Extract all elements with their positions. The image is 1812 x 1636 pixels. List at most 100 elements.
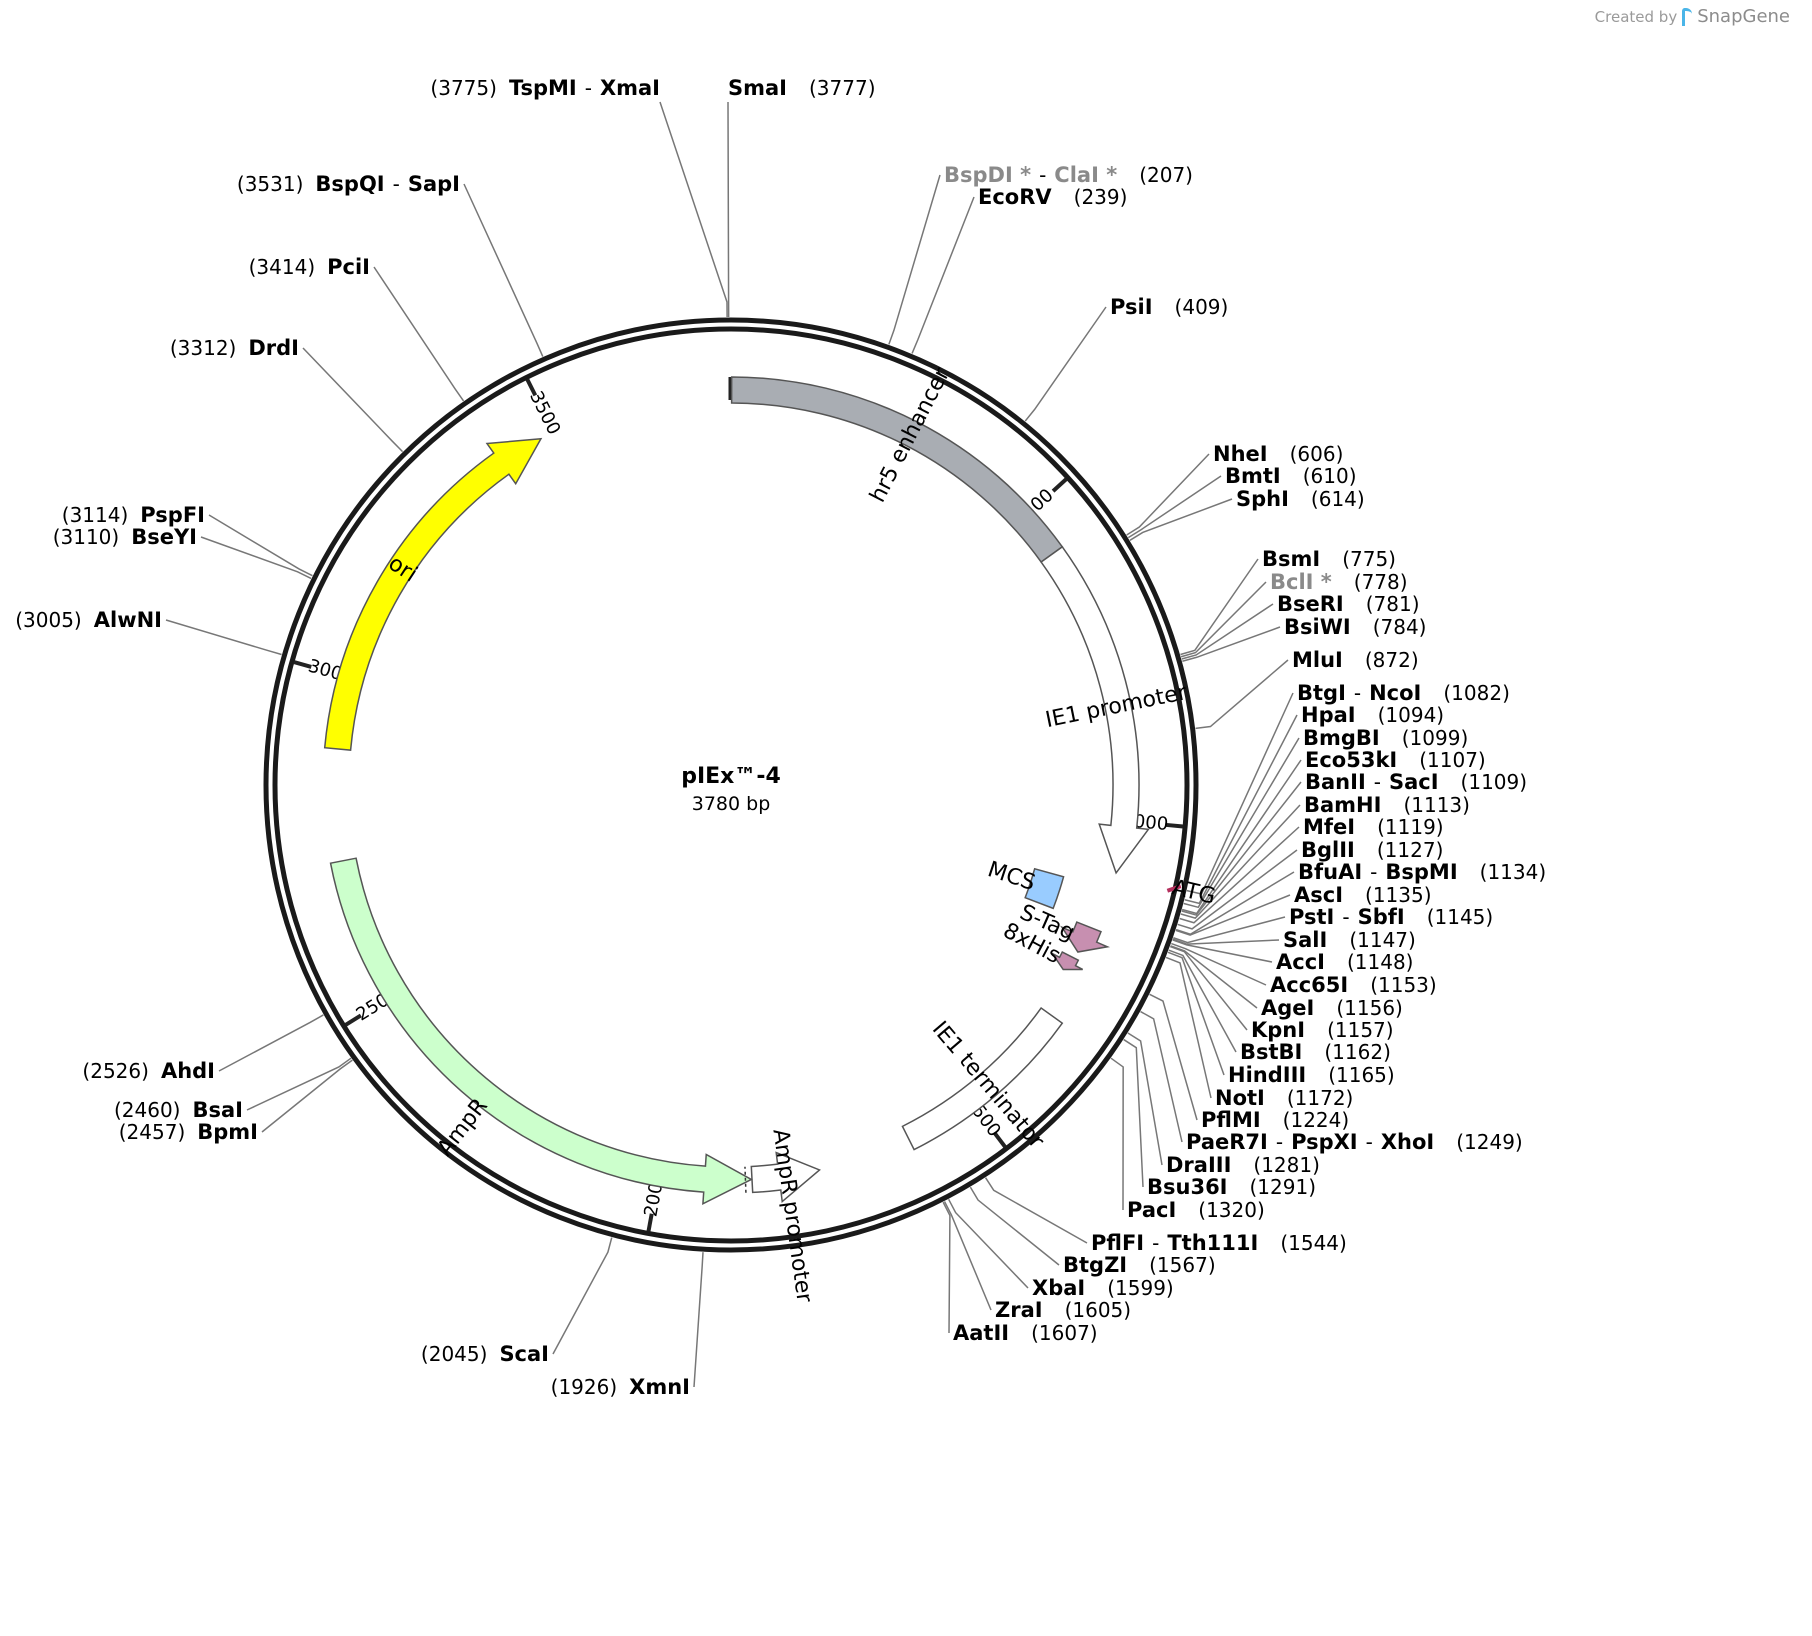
site-position: (1094) xyxy=(1378,703,1445,727)
feature-atg-mark xyxy=(1166,884,1182,893)
site-ecorv[interactable]: EcoRV(239) xyxy=(978,185,1127,209)
site-tspmi-xmai[interactable]: (3775)TspMI-XmaI xyxy=(430,76,660,100)
feature-atg[interactable]: ATG xyxy=(1166,875,1218,910)
site-bfuai-bspmi[interactable]: BfuAI-BspMI(1134) xyxy=(1298,860,1546,884)
site-name: SphI xyxy=(1236,487,1289,511)
plasmid-center-label: pIEx™-4 3780 bp xyxy=(681,764,781,815)
site-pflfi-tth111i[interactable]: PflFI-Tth111I(1544) xyxy=(1091,1231,1347,1255)
site-bamhi[interactable]: BamHI(1113) xyxy=(1304,793,1470,817)
credit-prefix: Created by xyxy=(1594,7,1678,26)
site-agei[interactable]: AgeI(1156) xyxy=(1261,996,1403,1020)
site-bmgbi[interactable]: BmgBI(1099) xyxy=(1303,726,1468,750)
site-drdi[interactable]: (3312) DrdI xyxy=(170,336,299,360)
site-asci[interactable]: AscI(1135) xyxy=(1294,883,1432,907)
site-alwni[interactable]: (3005)AlwNI xyxy=(15,608,162,632)
site-name: PflFI xyxy=(1091,1231,1144,1255)
site-bseri[interactable]: BseRI(781) xyxy=(1277,592,1420,616)
site-leader-line xyxy=(373,266,465,402)
site-kpni[interactable]: KpnI(1157) xyxy=(1251,1018,1394,1042)
tick-500 xyxy=(1051,477,1068,493)
site-bsai[interactable]: (2460)BsaI xyxy=(114,1098,243,1122)
site-bsmi[interactable]: BsmI(775) xyxy=(1262,547,1396,571)
site-name: PaeR7I xyxy=(1186,1130,1268,1154)
site-position: (781) xyxy=(1366,592,1420,616)
site-bglii[interactable]: BglII(1127) xyxy=(1301,838,1443,862)
site-bstbi[interactable]: BstBI(1162) xyxy=(1240,1040,1391,1064)
site-scai[interactable]: (2045)ScaI xyxy=(421,1342,549,1366)
site-sphi[interactable]: SphI(614) xyxy=(1236,487,1365,511)
site-pspfi[interactable]: (3114)PspFI xyxy=(62,503,205,527)
site-zrai[interactable]: ZraI(1605) xyxy=(995,1298,1131,1322)
site-leader-line xyxy=(200,536,312,580)
site-xbai[interactable]: XbaI(1599) xyxy=(1032,1276,1174,1300)
site-name: MluI xyxy=(1292,648,1343,672)
site-position: (3312) xyxy=(170,336,237,360)
site-name: BpmI xyxy=(197,1120,258,1144)
site-eco53ki[interactable]: Eco53kI(1107) xyxy=(1305,748,1486,772)
site-labels: (3775)TspMI-XmaI SmaI(3777) BspDI *-ClaI *… xyxy=(15,76,1546,1399)
site-hpai[interactable]: HpaI(1094) xyxy=(1301,703,1444,727)
site-ahdi[interactable]: (2526)AhdI xyxy=(82,1059,215,1083)
site-acci[interactable]: AccI(1148) xyxy=(1276,950,1413,974)
feature-mcs[interactable]: MCS xyxy=(985,857,1065,910)
site-leader-line xyxy=(1169,945,1248,1031)
site-banii-saci[interactable]: BanII-SacI(1109) xyxy=(1305,770,1527,794)
feature-ori[interactable]: ori xyxy=(323,437,543,751)
site-bspqi-sapi[interactable]: (3531)BspQI-SapI xyxy=(237,172,460,196)
site-mfei[interactable]: MfeI(1119) xyxy=(1303,815,1444,839)
site-pcii[interactable]: (3414)PciI xyxy=(249,255,370,279)
site-nhei[interactable]: NheI(606) xyxy=(1213,442,1343,466)
site-bseyi[interactable]: (3110)BseYI xyxy=(53,525,197,549)
feature-ampr[interactable]: AmpR xyxy=(329,857,753,1206)
feature-ampr-promoter[interactable]: AmpR promoter xyxy=(750,1127,821,1305)
site-leader-line xyxy=(1171,942,1267,986)
site-smai[interactable]: SmaI(3777) xyxy=(728,76,876,100)
site-leader-line xyxy=(1186,692,1294,895)
site-btgi-ncoi[interactable]: BtgI-NcoI(1082) xyxy=(1297,681,1510,705)
site-name: PciI xyxy=(327,255,370,279)
site-pflmi[interactable]: PflMI(1224) xyxy=(1201,1108,1349,1132)
site-name: BstBI xyxy=(1240,1040,1302,1064)
site-bsiwi[interactable]: BsiWI(784) xyxy=(1284,615,1426,639)
site-bpmi[interactable]: (2457)BpmI xyxy=(119,1120,258,1144)
tick-2500 xyxy=(344,1013,362,1027)
site-leader-line xyxy=(984,1177,1088,1244)
site-xmni[interactable]: (1926)XmnI xyxy=(551,1375,690,1399)
site-aatii[interactable]: AatII(1607) xyxy=(953,1321,1098,1345)
site-position: (3531) xyxy=(237,172,304,196)
site-psii[interactable]: PsiI(409) xyxy=(1110,295,1228,319)
tick-1500 xyxy=(992,1131,1007,1149)
site-hindiii[interactable]: HindIII(1165) xyxy=(1228,1063,1395,1087)
site-noti[interactable]: NotI(1172) xyxy=(1215,1086,1353,1110)
site-btgzi[interactable]: BtgZI(1567) xyxy=(1063,1253,1216,1277)
site-leader-line xyxy=(1127,475,1222,539)
site-separator: - xyxy=(1152,1231,1159,1255)
feature-s-tag-shape xyxy=(1060,921,1111,953)
feature-mcs-shape xyxy=(1024,867,1065,910)
feature-hr5-enhancer[interactable]: hr5 enhancer xyxy=(730,363,1064,564)
site-leader-line xyxy=(1123,1038,1144,1188)
site-bmti[interactable]: BmtI(610) xyxy=(1225,464,1357,488)
site-paer7i-pspxi-xhoi[interactable]: PaeR7I-PspXI-XhoI(1249) xyxy=(1186,1130,1523,1154)
site-leader-line xyxy=(218,1014,324,1072)
site-name: DrdI xyxy=(248,336,299,360)
site-position: (1172) xyxy=(1287,1086,1354,1110)
site-name: BspMI xyxy=(1385,860,1457,884)
site-name: BfuAI xyxy=(1298,860,1362,884)
site-paci[interactable]: PacI(1320) xyxy=(1127,1198,1265,1222)
site-name: Eco53kI xyxy=(1305,748,1397,772)
site-acc65i[interactable]: Acc65I(1153) xyxy=(1270,973,1437,997)
site-bsu36i[interactable]: Bsu36I(1291) xyxy=(1147,1175,1316,1199)
site-sali[interactable]: SalI(1147) xyxy=(1283,928,1416,952)
tick-2000 xyxy=(646,1213,654,1232)
site-name: TspMI xyxy=(509,76,577,100)
site-bspdi-clai[interactable]: BspDI *-ClaI *(207) xyxy=(944,163,1193,187)
site-draiii[interactable]: DraIII(1281) xyxy=(1166,1153,1320,1177)
site-bcli[interactable]: BclI *(778) xyxy=(1270,570,1408,594)
site-psti-sbfi[interactable]: PstI-SbfI(1145) xyxy=(1289,905,1493,929)
site-position: (1926) xyxy=(551,1375,618,1399)
site-position: (1145) xyxy=(1427,905,1494,929)
site-name: BseYI xyxy=(131,525,197,549)
site-mlui[interactable]: MluI(872) xyxy=(1292,648,1419,672)
site-position: (1320) xyxy=(1198,1198,1265,1222)
